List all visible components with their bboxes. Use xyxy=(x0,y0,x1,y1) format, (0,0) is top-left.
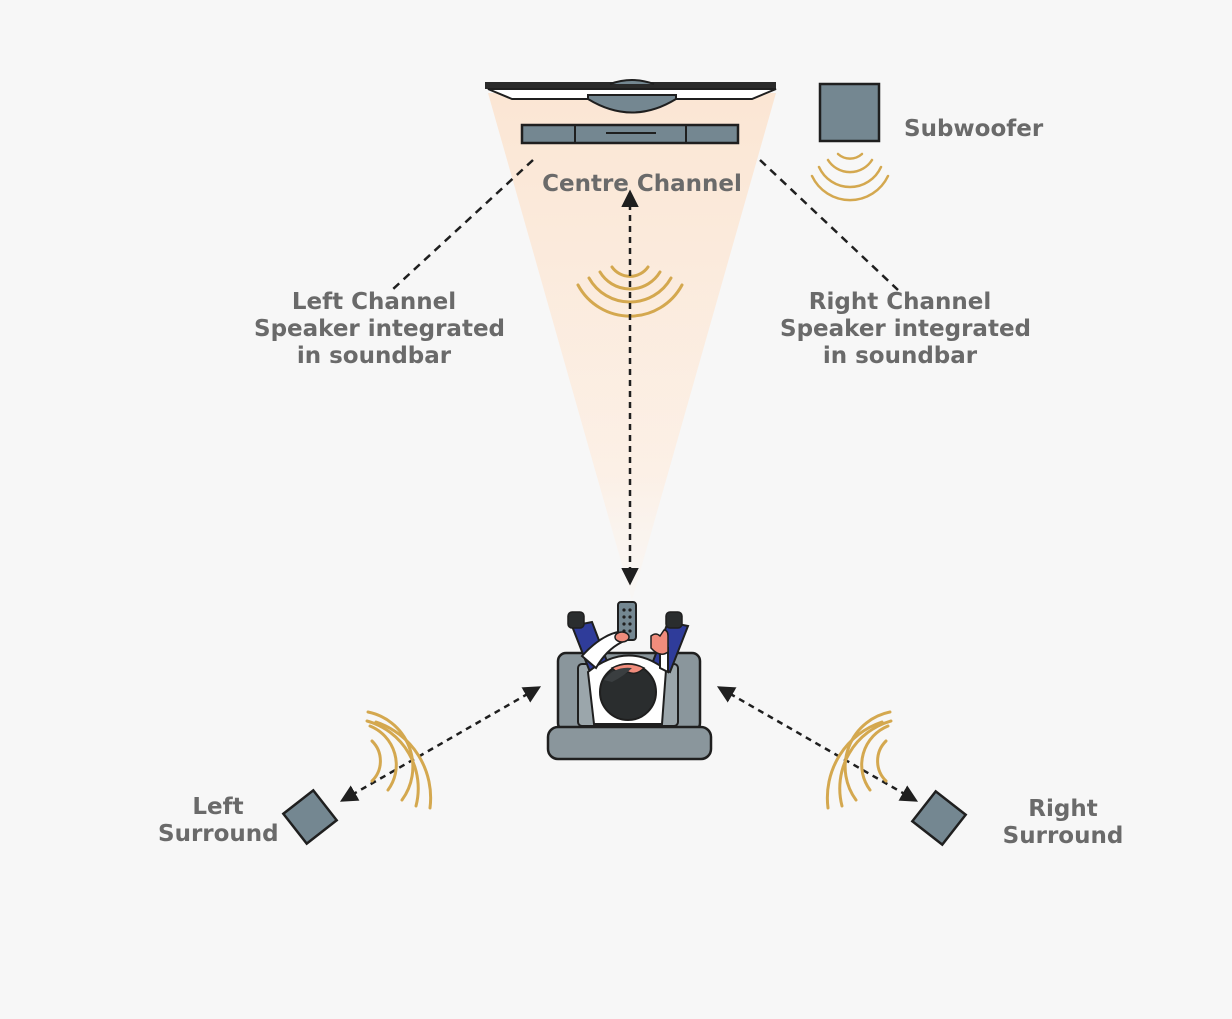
left-surround-label: Left Surround xyxy=(158,794,279,847)
right-surround-speaker-icon xyxy=(910,789,968,847)
left-surround-arrow xyxy=(339,686,542,802)
left-channel-label: Left Channel Speaker integrated in sound… xyxy=(254,289,506,369)
right-channel-leader xyxy=(759,159,899,291)
right-surround-arrow xyxy=(716,686,919,802)
subwoofer-icon xyxy=(810,82,890,202)
left-surround-waves xyxy=(365,710,433,810)
centre-channel-label: Centre Channel xyxy=(542,171,742,197)
tv-icon xyxy=(485,79,777,114)
left-channel-leader xyxy=(391,159,534,291)
right-surround-waves xyxy=(825,710,893,810)
sound-cone xyxy=(488,93,776,600)
subwoofer-label: Subwoofer xyxy=(904,116,1044,142)
viewer-in-armchair-icon xyxy=(546,601,713,761)
left-surround-speaker-icon xyxy=(281,788,339,846)
right-channel-label: Right Channel Speaker integrated in soun… xyxy=(780,289,1032,369)
soundbar-icon xyxy=(520,123,740,145)
right-surround-label: Right Surround xyxy=(1002,796,1124,849)
